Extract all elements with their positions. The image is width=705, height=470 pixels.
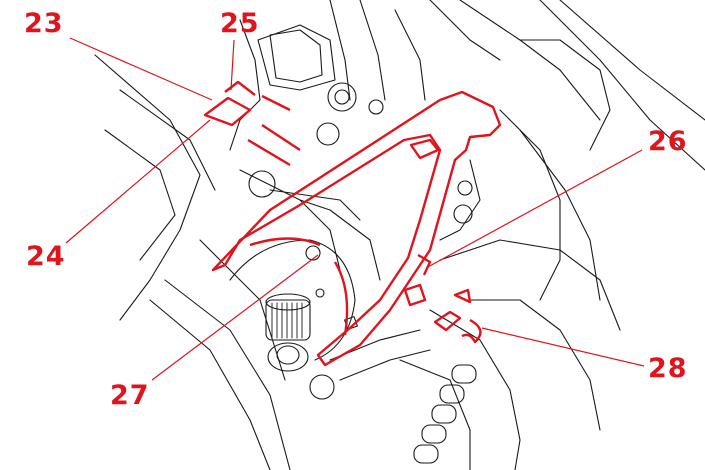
arc-upper <box>249 237 321 247</box>
callout-24: 24 <box>26 241 66 272</box>
block-28a <box>433 310 462 332</box>
arc-right <box>333 261 349 336</box>
detent-26 <box>417 253 432 276</box>
leader-27 <box>151 254 319 381</box>
callout-27: 27 <box>110 380 150 411</box>
leader-26 <box>425 149 643 269</box>
callout-25: 25 <box>220 8 260 39</box>
pawl-26 <box>403 283 427 307</box>
bracket-24 <box>203 96 252 127</box>
block-28b <box>453 288 472 304</box>
callout-28: 28 <box>648 353 688 384</box>
spring-clip <box>261 94 291 112</box>
lever-slot <box>409 138 440 160</box>
leader-lines <box>65 37 645 381</box>
highlighted-parts <box>203 80 502 367</box>
bracket-25 <box>224 80 256 96</box>
callout-23: 23 <box>24 8 64 39</box>
leader-25 <box>230 39 235 91</box>
leader-23 <box>69 37 213 101</box>
leader-24 <box>65 119 211 244</box>
callout-26: 26 <box>648 126 688 157</box>
knob-28 <box>461 318 482 344</box>
leader-28 <box>481 327 645 367</box>
lever-plate <box>211 90 502 367</box>
guide-bar <box>247 123 301 167</box>
housing-linework <box>94 0 705 470</box>
